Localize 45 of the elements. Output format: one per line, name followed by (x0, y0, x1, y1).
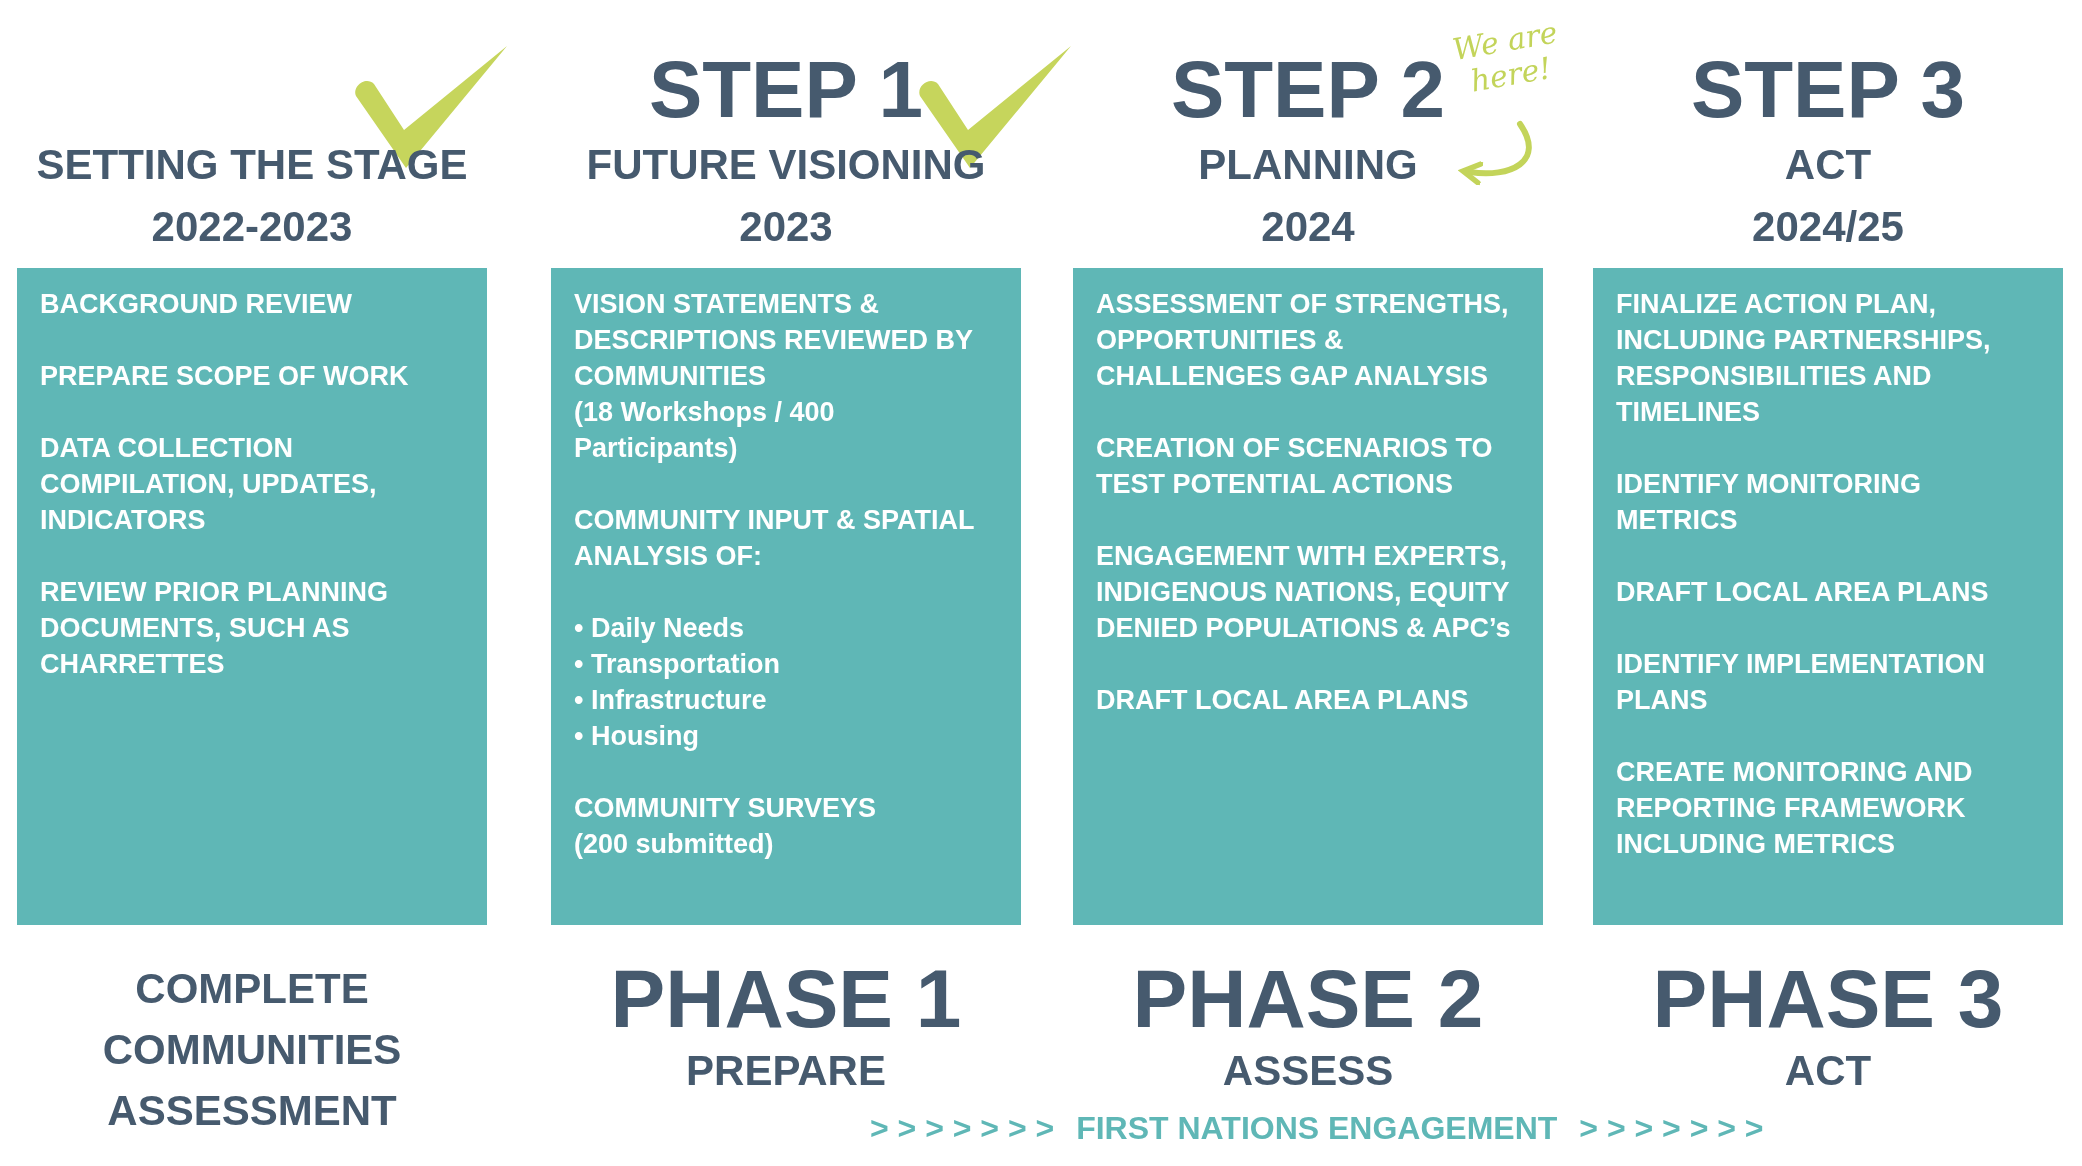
task-text: • Infrastructure (574, 684, 768, 717)
task-text: PREPARE SCOPE OF WORK (40, 360, 410, 393)
phase-title: PHASE 2 (1132, 955, 1484, 1043)
task-text: FINALIZE ACTION PLAN, INCLUDING PARTNERSHIPS, RESPONSIBILITIES AND TIMELINES (1616, 288, 1992, 429)
column-heading: 2024/25 (1752, 202, 1904, 252)
phase-title: PHASE 1 (610, 955, 962, 1043)
task-text: CREATE MONITORING AND REPORTING FRAMEWORK INCLUDING METRICS (1616, 756, 1974, 861)
column-heading: 2023 (739, 202, 833, 252)
task-text: ASSESSMENT OF STRENGTHS, OPPORTUNITIES & CHALLENGES GAP ANALYSIS (1096, 288, 1510, 393)
task-text: BACKGROUND REVIEW (40, 288, 353, 321)
column-heading: ACT (1784, 140, 1872, 190)
task-text: (200 submitted) (574, 828, 775, 861)
phase-subtitle: ASSESS (1222, 1046, 1394, 1096)
phase-title: PHASE 3 (1652, 955, 2004, 1043)
step-heading: STEP 3 (1690, 46, 1966, 134)
task-text: COMMUNITY INPUT & SPATIAL ANALYSIS OF: (574, 504, 975, 573)
task-text: CREATION OF SCENARIOS TO TEST POTENTIAL ACTIONS (1096, 432, 1494, 501)
column-heading: PLANNING (1198, 140, 1418, 190)
chevron-row-text: > > > > > > > (1579, 1109, 1764, 1148)
column-heading: 2022-2023 (151, 202, 353, 252)
step-heading: STEP 2 (1170, 46, 1446, 134)
column-heading: FUTURE VISIONING (586, 140, 986, 190)
engagement-label: FIRST NATIONS ENGAGEMENT (1076, 1109, 1558, 1148)
task-text: REVIEW PRIOR PLANNING DOCUMENTS, SUCH AS CHARRETTES (40, 576, 390, 681)
task-text: DRAFT LOCAL AREA PLANS (1616, 576, 1990, 609)
task-text: VISION STATEMENTS & DESCRIPTIONS REVIEWED BY COMMUNITIES (574, 288, 974, 393)
task-text: IDENTIFY IMPLEMENTATION PLANS (1616, 648, 1986, 717)
handwritten-note: We are here! (1446, 14, 1570, 102)
column-heading: SETTING THE STAGE (36, 140, 468, 190)
task-text: ENGAGEMENT WITH EXPERTS, INDIGENOUS NATIONS, EQUITY DENIED POPULATIONS & APC’s (1096, 540, 1512, 645)
step-heading: STEP 1 (648, 46, 924, 134)
phase-label: COMPLETE COMMUNITIES ASSESSMENT (101, 964, 403, 1136)
task-text: • Transportation (574, 648, 781, 681)
task-text: DRAFT LOCAL AREA PLANS (1096, 684, 1470, 717)
task-text: (18 Workshops / 400 Participants) (574, 396, 836, 465)
phase-subtitle: ACT (1784, 1046, 1872, 1096)
phase-subtitle: PREPARE (686, 1046, 886, 1096)
curved-arrow (1460, 121, 1532, 186)
column-heading: 2024 (1261, 202, 1355, 252)
task-text: • Daily Needs (574, 612, 746, 645)
task-text: COMMUNITY SURVEYS (574, 792, 878, 825)
chevron-row-text: > > > > > > > (870, 1109, 1055, 1148)
task-text: • Housing (574, 720, 700, 753)
task-text: IDENTIFY MONITORING METRICS (1616, 468, 1922, 537)
task-text: DATA COLLECTION COMPILATION, UPDATES, INDICATORS (40, 432, 378, 537)
